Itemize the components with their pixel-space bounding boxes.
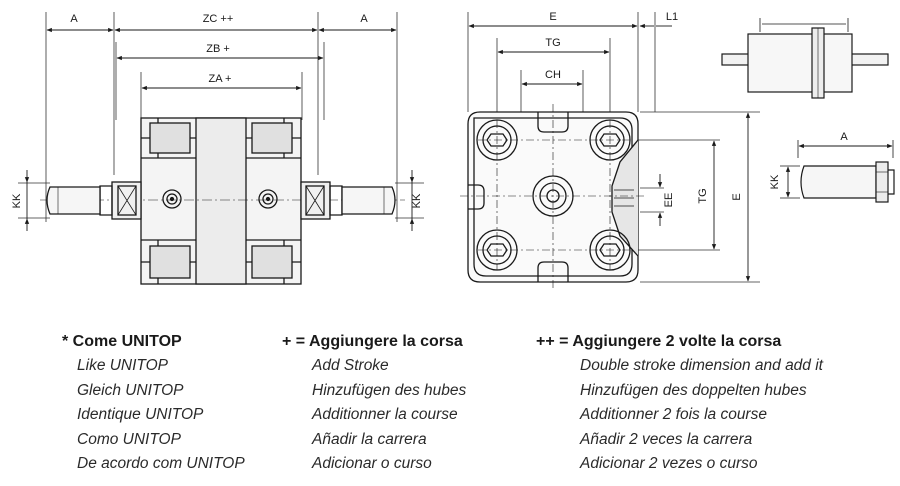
legend-item: Additionner la course <box>312 406 458 423</box>
dim-kk-left: KK <box>11 193 23 208</box>
dim-l1: L1 <box>666 11 678 23</box>
legend-column-double-stroke: ++ = Aggiungere 2 volte la corsa Double … <box>536 330 823 477</box>
front-view <box>460 12 760 290</box>
dim-a-right: A <box>360 13 368 25</box>
dim-zb: ZB + <box>206 43 230 55</box>
dim-e-side: E <box>731 193 743 200</box>
legend-item: Añadir 2 veces la carrera <box>580 430 753 448</box>
dim-kk-rod: KK <box>769 174 781 189</box>
dim-zc: ZC ++ <box>203 13 234 25</box>
dim-ee: EE <box>663 193 675 208</box>
technical-drawing: A ZC ++ A ZB + ZA + KK KK <box>11 11 895 290</box>
dim-a-left: A <box>70 13 78 25</box>
dim-ch: CH <box>545 69 561 81</box>
legend-item: Like UNITOP <box>77 357 169 374</box>
legend-item: Additionner 2 fois la course <box>580 406 767 423</box>
legend-column-unitop: * Come UNITOP Like UNITOP Gleich UNITOP … <box>62 330 245 477</box>
legend-item: Añadir la carrera <box>312 430 427 448</box>
rod-end-detail <box>780 140 895 203</box>
legend-item: Adicionar 2 vezes o curso <box>580 455 758 472</box>
legend-item: De acordo com UNITOP <box>77 455 245 472</box>
dim-tg-side: TG <box>697 188 709 203</box>
legend-item: Identique UNITOP <box>77 406 204 423</box>
legend-item: Como UNITOP <box>77 430 181 448</box>
dim-a-rod: A <box>840 131 848 143</box>
legend-column-add-stroke: + = Aggiungere la corsa Add Stroke Hinzu… <box>282 330 466 477</box>
dim-kk-right: KK <box>411 193 423 208</box>
legend-item: Double stroke dimension and add it <box>580 357 823 374</box>
legend-item: Add Stroke <box>312 357 389 374</box>
legend-item: Hinzufügen des hubes <box>312 381 467 399</box>
legend-heading-add-stroke: + = Aggiungere la corsa <box>282 333 463 350</box>
dim-tg-top: TG <box>545 37 560 49</box>
legend-heading-double-stroke: ++ = Aggiungere 2 volte la corsa <box>536 333 782 350</box>
top-view-small <box>721 18 889 99</box>
legend-item: Gleich UNITOP <box>77 381 184 399</box>
legend-item: Adicionar o curso <box>312 455 432 472</box>
legend-item: Hinzufügen des doppelten hubes <box>580 381 807 399</box>
dim-e-top: E <box>549 11 556 23</box>
legend-heading-unitop: * Come UNITOP <box>62 333 182 350</box>
side-view <box>18 12 424 285</box>
dim-za: ZA + <box>209 73 232 85</box>
